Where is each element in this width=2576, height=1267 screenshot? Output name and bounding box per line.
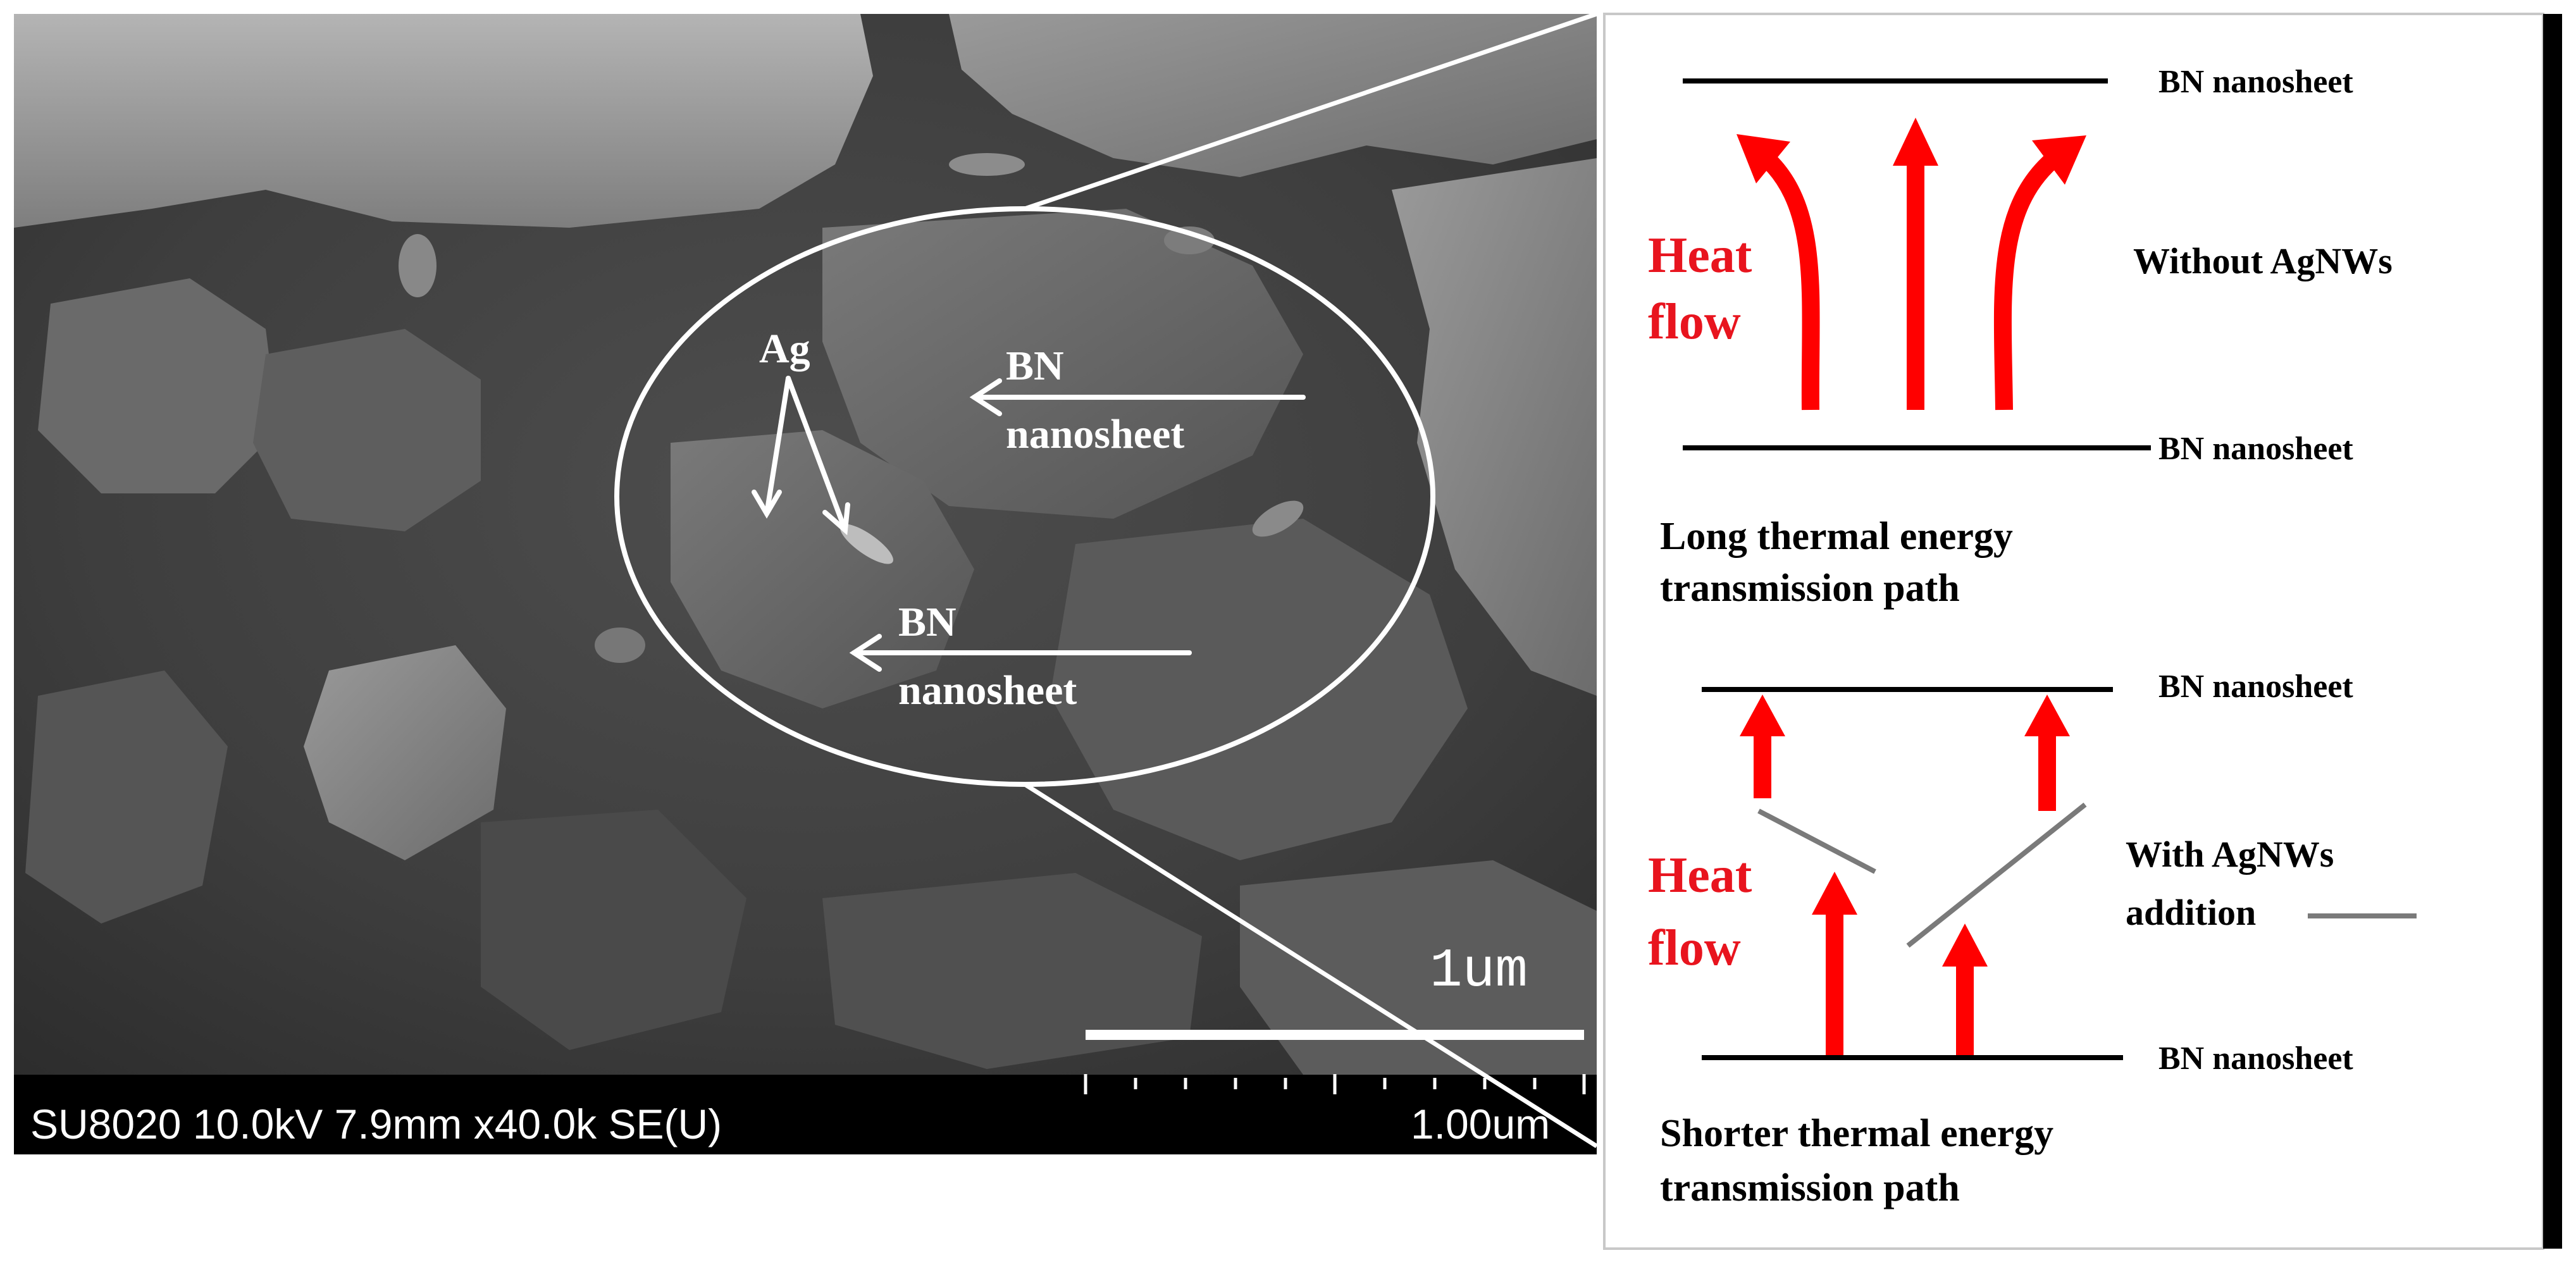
long-path-line1: Long thermal energy	[1660, 515, 2013, 558]
top-heat-flow-line2: flow	[1648, 294, 1741, 350]
bottom-schematic-lower-sheet-label: BN nanosheet	[2158, 1041, 2353, 1077]
top-heat-flow-line1: Heat	[1648, 228, 1752, 283]
zoom-connector-lines	[1024, 11, 1598, 1148]
bn-label-1-line1: BN	[1006, 343, 1064, 389]
agnw-segment-right	[1906, 802, 2087, 948]
sem-info-scale-value: 1.00um	[1411, 1101, 1550, 1147]
short-path-line1: Shorter thermal energy	[1660, 1112, 2053, 1155]
info-bar-ruler	[1084, 1074, 1586, 1094]
with-agnws-line1: With AgNWs	[2126, 834, 2334, 875]
bn-pointer-arrow-2	[849, 634, 1192, 672]
schematic-border	[1603, 13, 2544, 1250]
heat-arrow-curved-right	[1993, 150, 2062, 411]
bn-label-1-line2: nanosheet	[1006, 411, 1184, 457]
bn-label-2-line1: BN	[898, 599, 957, 645]
heat-arrow-curved-left	[1759, 150, 1820, 411]
sem-micrograph	[14, 14, 1597, 1075]
scale-bar-label: 1um	[1430, 940, 1528, 1002]
top-schematic-lower-sheet-label: BN nanosheet	[2158, 431, 2353, 467]
scale-bar	[1086, 1030, 1584, 1040]
bottom-heat-flow-line1: Heat	[1648, 848, 1752, 903]
bottom-schematic: BN nanosheet Heat flow With AgNWs additi…	[1648, 669, 2417, 1209]
long-path-line2: transmission path	[1660, 567, 1960, 610]
schematic-right-edge	[2543, 14, 2562, 1249]
sem-panel: Ag BN nanosheet BN nanosheet 1um	[14, 14, 1597, 1154]
without-agnws-label: Without AgNWs	[2133, 240, 2393, 281]
ag-pointer-arrows	[752, 376, 850, 536]
short-path-line2: transmission path	[1660, 1166, 1960, 1209]
sem-info-bar	[14, 1075, 1597, 1154]
with-agnws-line2: addition	[2126, 892, 2256, 933]
bottom-schematic-upper-sheet-label: BN nanosheet	[2158, 669, 2353, 705]
bottom-heat-flow-line2: flow	[1648, 920, 1741, 976]
top-schematic: BN nanosheet Heat flow Without AgNWs BN …	[1648, 64, 2393, 610]
schematic-panel: BN nanosheet Heat flow Without AgNWs BN …	[1603, 13, 2562, 1250]
agnw-segment-left	[1757, 808, 1876, 874]
bn-pointer-arrow-1	[969, 378, 1306, 416]
bn-label-2-line2: nanosheet	[898, 667, 1077, 714]
ag-particle-label: Ag	[759, 326, 810, 372]
top-schematic-upper-sheet-label: BN nanosheet	[2158, 64, 2353, 100]
sem-instrument-info: SU8020 10.0kV 7.9mm x40.0k SE(U)	[30, 1101, 722, 1147]
